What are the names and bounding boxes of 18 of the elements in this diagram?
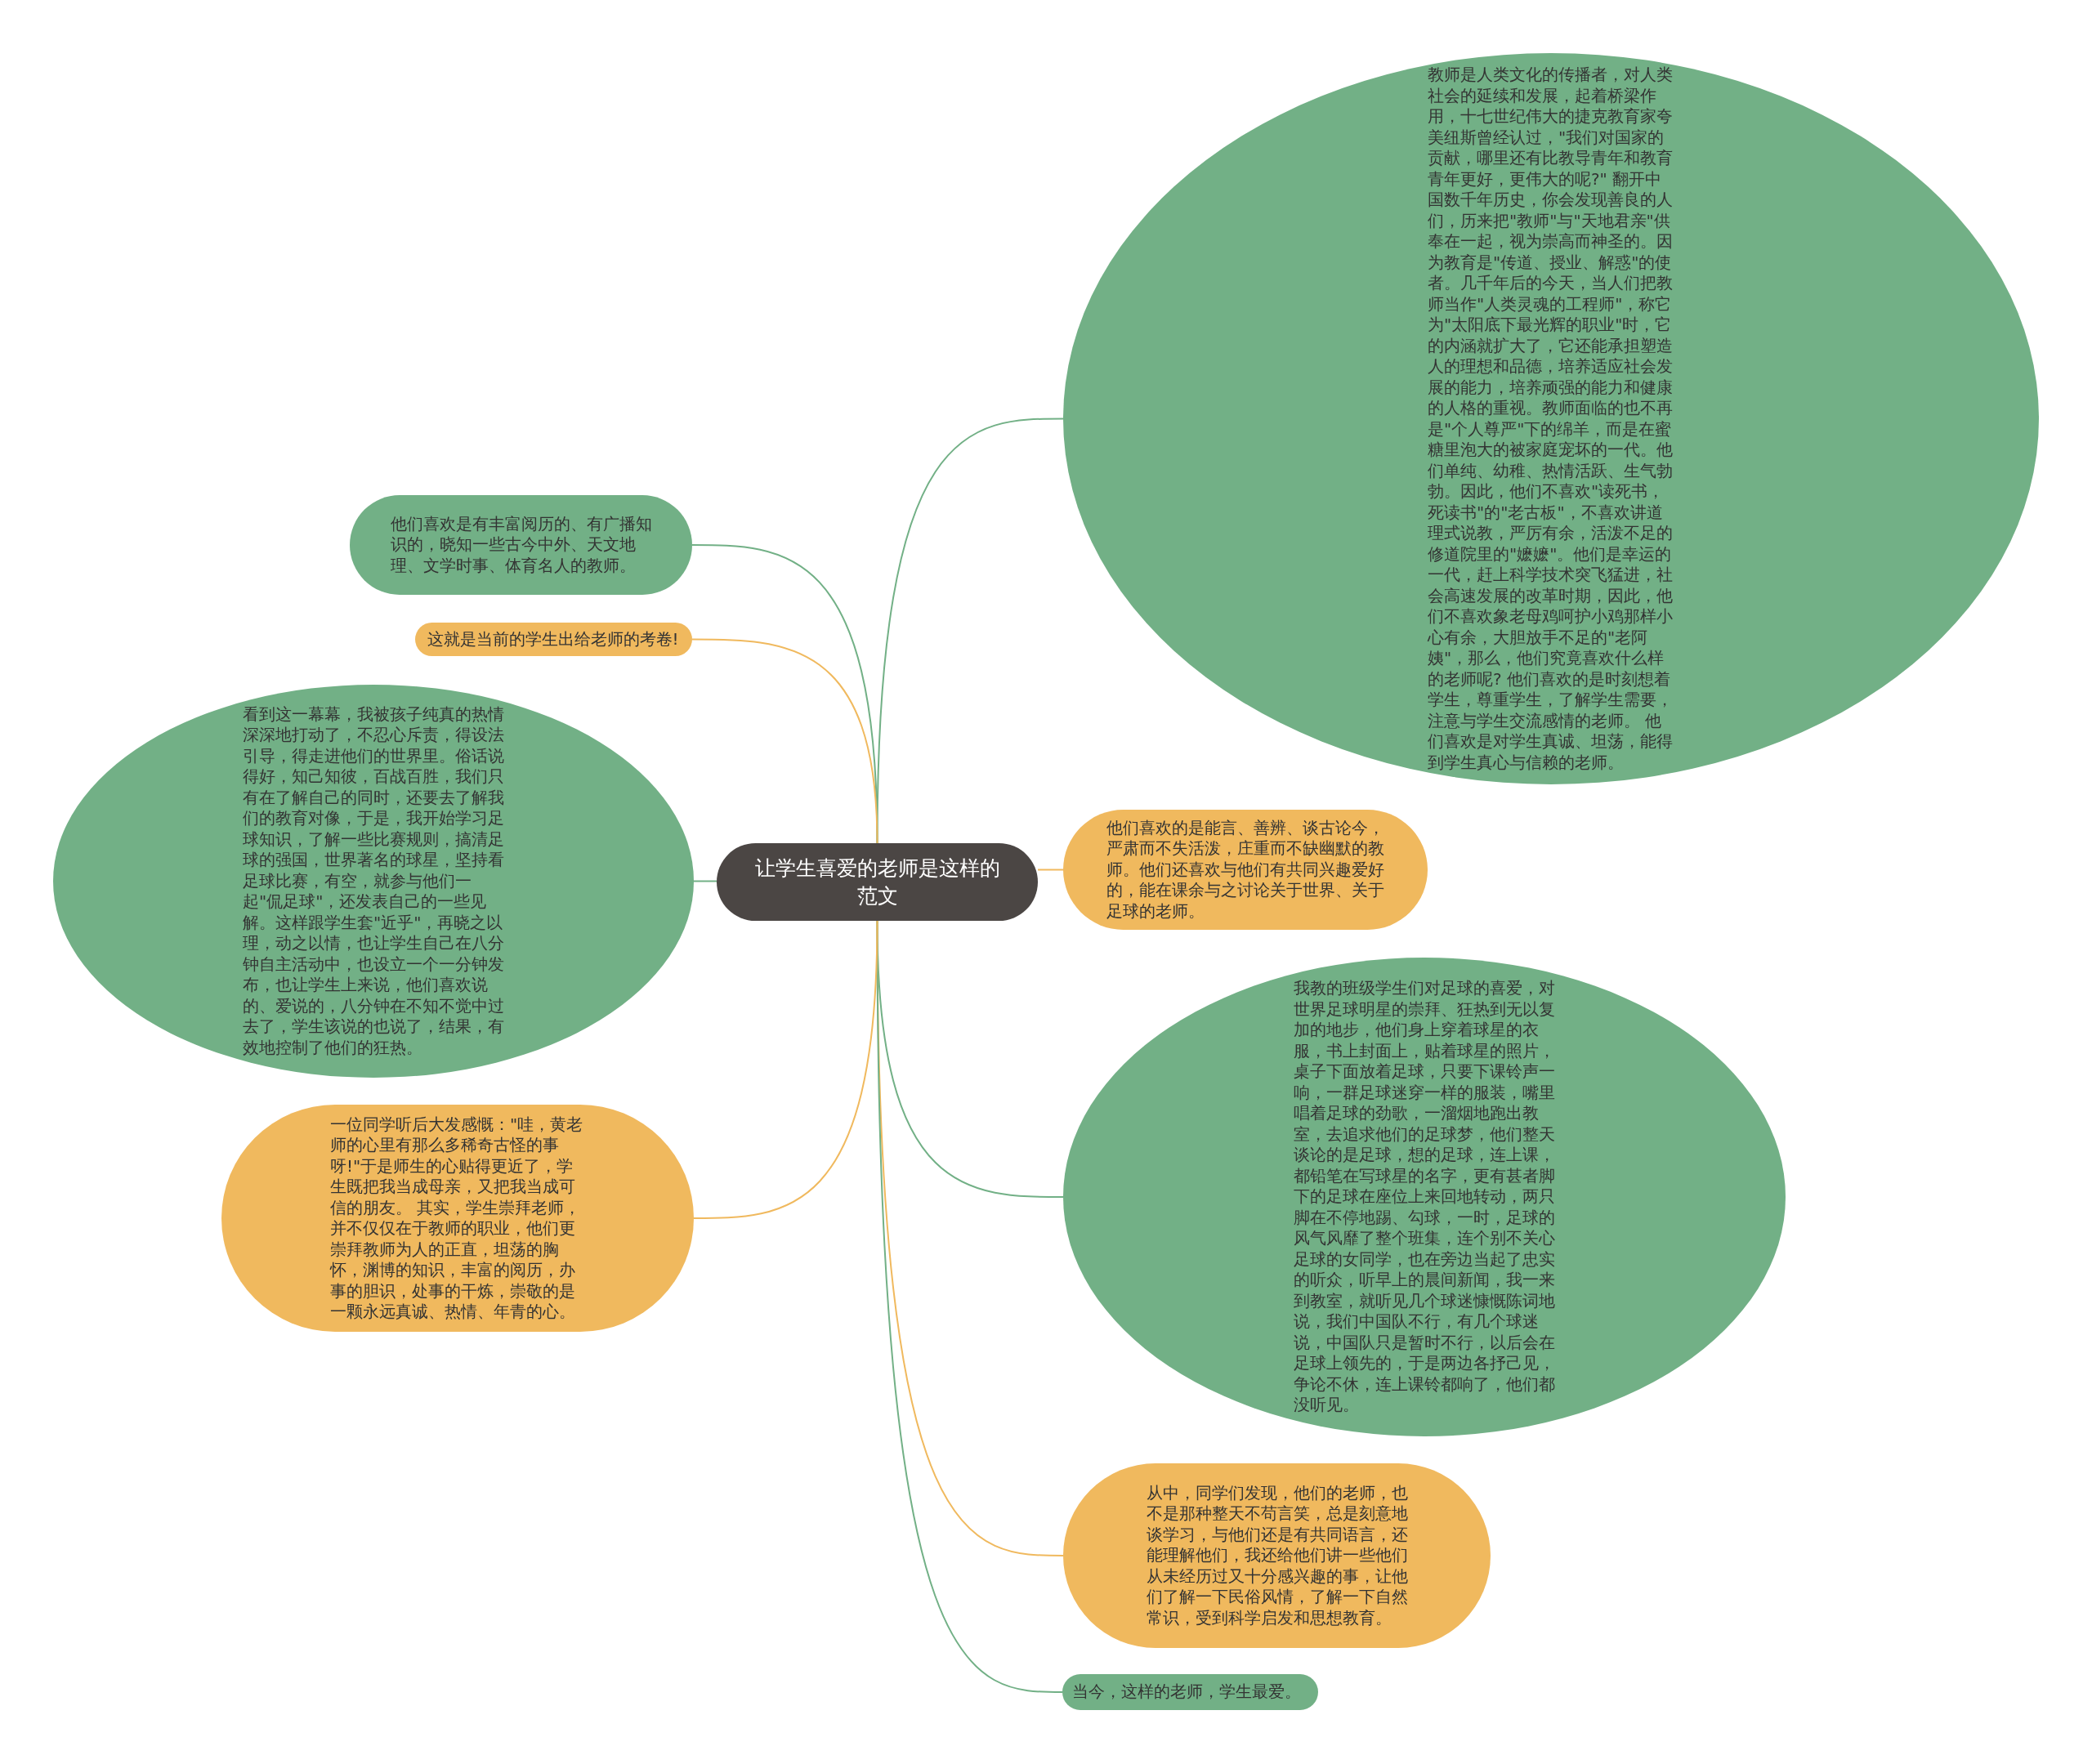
topic-text: 他们喜欢的是能言、善辨、谈古论今，严肃而不失活泼，庄重而不缺幽默的教师。他们还喜欢与他们有共同兴趣爱好的，能在课余与之讨论关于世界、关于足球的老师。: [1106, 817, 1384, 922]
topic-text: 我教的班级学生们对足球的喜爱，对世界足球明星的崇拜、狂热到无以复加的地步，他们身上穿着球星的衣服，书上封面上，贴着球星的照片，桌子下面放着足球，只要下课铃声一响，一群足球迷穿一样的服装，嘴里唱着足球的劲歌，一溜烟地跑出教室，去追求他们的足球梦，他们整天谈论的是足球，想的足球，连上课，都铅笔在写球星的名字，更有甚者脚下的足球在座位上来回地转动，两只脚在不停地踢、勾球，一时，足球的风气风靡了整个班集，连个别不关心足球的女同学，也在旁边当起了忠实的听众，听早上的晨间新闻，我一来到教室，就听见几个球迷慷慨陈词地说，我们中国队不行，有几个球迷说，中国队只是暂时不行，以后会在足球上领先的，于是两边各抒己见，争论不休，连上课铃都响了，他们都没听见。: [1294, 978, 1555, 1416]
connector-line: [876, 418, 1064, 844]
topic-text: 一位同学听后大发感慨："哇，黄老师的心里有那么多稀奇古怪的事呀!"于是师生的心贴得更近了，学生既把我当成母亲，又把我当成可信的朋友。 其实，学生崇拜老师，并不仅仅在于教师的职业，他们更崇拜教师为人的正直，坦荡的胸怀，渊博的知识，丰富的阅历，办事的胆识，处事的干炼，崇敬的是一颗永远真诚、热情、年青的心。: [330, 1114, 584, 1323]
topic-text: 从中，同学们发现，他们的老师，也不是那种整天不苟言笑，总是刻意地谈学习，与他们还是有共同语言，还能理解他们，我还给他们讲一些他们从未经历过又十分感兴趣的事，让他们了解一下民俗风情，了解一下自然常识，受到科学启发和思想教育。: [1146, 1482, 1408, 1629]
topic-pill: [415, 623, 692, 656]
connector-line: [693, 880, 717, 882]
topic-text: 他们喜欢是有丰富阅历的、有广播知识的，晓知一些古今中外、天文地理、文学时事、体育名人的教师。: [390, 513, 652, 577]
connector-line: [1037, 869, 1064, 871]
topic-title: 让学生喜爱的老师是这样的范文: [754, 855, 1000, 909]
topic-pill: [1062, 1674, 1318, 1710]
connector-line: [876, 920, 1063, 1693]
topic-text: 当今，这样的老师，学生最爱。: [1071, 1681, 1302, 1703]
connector-line: [693, 920, 878, 1219]
topic-text: 这就是当前的学生出给老师的考卷!: [427, 628, 680, 650]
topic-text: 看到这一幕幕，我被孩子纯真的热情深深地打动了，不忍心斥责，得设法引导，得走进他们的世界里。俗话说得好，知己知彼，百战百胜，我们只有在了解自己的同时，还要去了解我们的教育对像，于是，我开始学习足球知识，了解一些比赛规则，搞清足球的强国，世界著名的球星，坚持看足球比赛，有空，就参与他们一起"侃足球"，还发表自己的一些见解。这样跟学生套"近乎"，再晓之以理，动之以情，也让学生自己在八分钟自主活动中，也设立一个一分钟发布，也让学生上来说，他们喜欢说的、爱说的，八分钟在不知不觉中过去了，学生该说的也说了，结果，有效地控制了他们的狂热。: [243, 703, 504, 1059]
topic-text: 教师是人类文化的传播者，对人类社会的延续和发展，起着桥梁作用，十七世纪伟大的捷克教育家夸美纽斯曾经认过，"我们对国家的贡献，哪里还有比教导青年和教育青年更好，更伟大的呢?" 翻开中国数千年历史，你会发现善良的人们，历来把"教师"与"天地君亲"供奉在一起，视为崇高而神圣的。因为教育是"传道、授业、解惑"的使者。几千年后的今天，当人们把教师当作"人类灵魂的工程师"，称它为"太阳底下最光辉的职业"时，它的内涵就扩大了，它还能承担塑造人的理想和品德，培养适应社会发展的能力，培养顽强的能力和健康的人格的重视。教师面临的也不再是"个人尊严"下的绵羊，而是在蜜糖里泡大的被家庭宠坏的一代。他们单纯、幼稚、热情活跃、生气勃勃。因此，他们不喜欢"读死书，死读书"的"老古板"，不喜欢讲道理式说教，严厉有余，活泼不足的修道院里的"嬷嬷"。他们是幸运的一代，赶上科学技术突飞猛进，社会高速发展的改革时期，因此，他们不喜欢象老母鸡呵护小鸡那样小心有余，大胆放手不足的"老阿姨"，那么，他们究竟喜欢什么样的老师呢? 他们喜欢的是时刻想着学生，尊重学生，了解学生需要，注意与学生交流感情的老师。 他们喜欢是对学生真诚、坦荡，能得到学生真心与信赖的老师。: [1428, 65, 1674, 773]
connector-line: [691, 638, 878, 844]
